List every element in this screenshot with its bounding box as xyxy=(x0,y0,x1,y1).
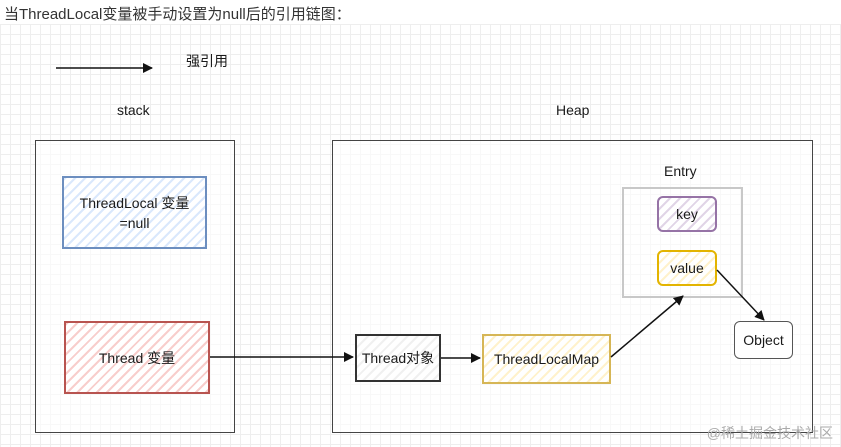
entry-label: Entry xyxy=(664,163,697,179)
threadlocalmap-label: ThreadLocalMap xyxy=(493,351,600,367)
key-node: key xyxy=(657,196,717,232)
watermark: @稀土掘金技术社区 xyxy=(706,425,833,441)
page-caption: 当ThreadLocal变量被手动设置为null后的引用链图： xyxy=(4,6,351,23)
value-label: value xyxy=(670,260,704,276)
thread-variable-label: Thread 变量 xyxy=(98,349,176,366)
threadlocal-variable-label: ThreadLocal 变量 xyxy=(79,194,190,211)
thread-object-label: Thread对象 xyxy=(361,350,435,366)
threadlocalmap-node: ThreadLocalMap xyxy=(482,334,611,384)
thread-object-node: Thread对象 xyxy=(355,334,441,382)
arrow-value-to-object xyxy=(716,269,765,321)
object-node: Object xyxy=(734,321,793,359)
object-label: Object xyxy=(743,332,784,348)
legend-label: 强引用 xyxy=(186,53,228,69)
heap-label: Heap xyxy=(556,102,590,118)
value-node: value xyxy=(657,250,717,286)
stack-label: stack xyxy=(117,102,150,118)
threadlocal-variable-node: ThreadLocal 变量 =null xyxy=(62,176,207,249)
arrow-map-to-entry xyxy=(610,295,684,358)
threadlocal-variable-null: =null xyxy=(119,214,150,231)
thread-variable-node: Thread 变量 xyxy=(64,321,210,394)
key-label: key xyxy=(676,206,698,222)
